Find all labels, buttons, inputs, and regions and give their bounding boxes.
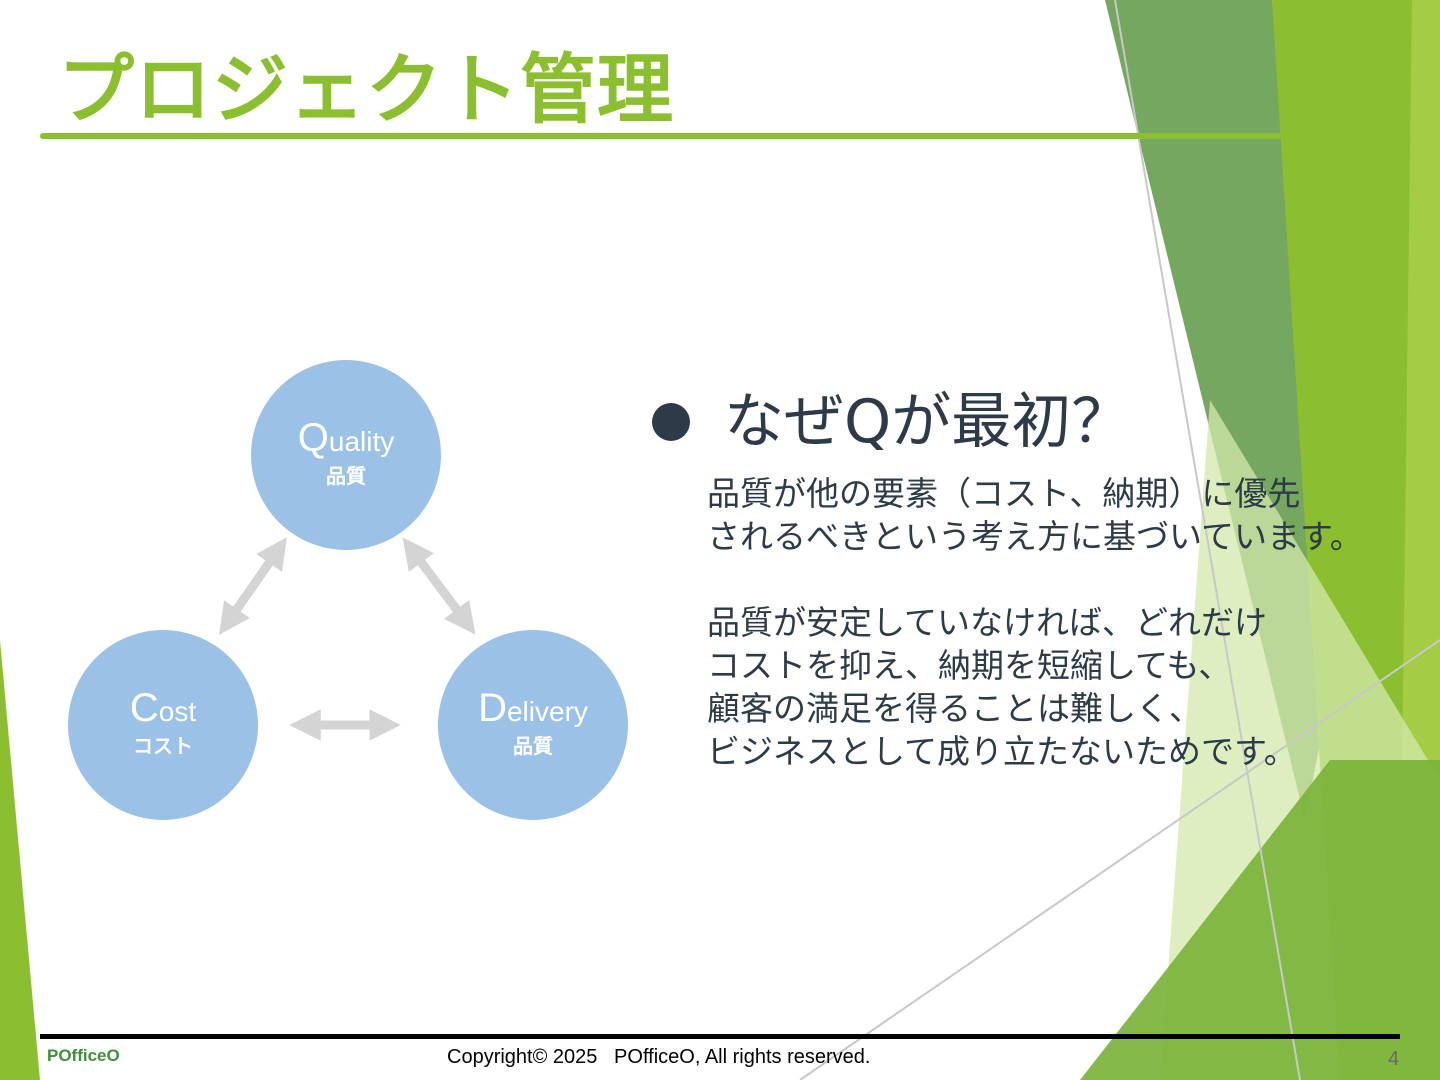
quality-label: Quality bbox=[298, 418, 395, 458]
paragraph-2: 品質が安定していなければ、どれだけ コストを抑え、納期を短縮しても、 顧客の満足… bbox=[707, 603, 1297, 771]
quality-rest: uality bbox=[328, 425, 395, 457]
content-block: なぜQが最初？ 品質が他の要素（コスト、納期）に優先 されるべきという考え方に基… bbox=[652, 382, 1412, 773]
footer-rule bbox=[40, 1034, 1400, 1039]
qcd-arrows bbox=[219, 537, 476, 741]
delivery-circle: Delivery 品質 bbox=[438, 630, 628, 820]
quality-circle: Quality 品質 bbox=[251, 360, 441, 550]
quality-initial: Q bbox=[297, 415, 329, 460]
arrow-quality-cost bbox=[219, 537, 287, 635]
qcd-diagram: Quality 品質 Cost コスト Delivery 品質 bbox=[60, 350, 640, 830]
deco-line-2 bbox=[799, 639, 1440, 1080]
footer-copyright: Copyright© 2025 POfficeO, All rights res… bbox=[447, 1046, 871, 1068]
deco-line-1 bbox=[1114, 0, 1301, 1080]
delivery-ja-label: 品質 bbox=[513, 733, 553, 758]
page-number: 4 bbox=[1388, 1048, 1400, 1070]
paragraph-1: 品質が他の要素（コスト、納期）に優先 されるべきという考え方に基づいています。 bbox=[707, 474, 1363, 556]
cost-rest: ost bbox=[158, 695, 197, 727]
delivery-initial: D bbox=[478, 685, 507, 730]
deco-shape-left-notch bbox=[20, 760, 34, 845]
cost-initial: C bbox=[129, 685, 159, 730]
cost-label: Cost bbox=[130, 688, 197, 728]
delivery-label: Delivery bbox=[478, 688, 588, 728]
deco-shape-left bbox=[0, 640, 40, 1080]
cost-circle: Cost コスト bbox=[68, 630, 258, 820]
cost-ja-label: コスト bbox=[133, 733, 193, 758]
slide-title: プロジェクト管理 bbox=[58, 45, 674, 134]
delivery-rest: elivery bbox=[506, 695, 588, 727]
quality-ja-label: 品質 bbox=[326, 463, 366, 488]
bullet-dot-icon bbox=[652, 403, 690, 441]
bullet-heading: なぜQが最初？ bbox=[724, 387, 1132, 457]
title-underline bbox=[40, 133, 1380, 139]
footer-brand: POfficeO bbox=[47, 1046, 120, 1065]
bullet-heading-row: なぜQが最初？ bbox=[652, 382, 1412, 462]
body-text: 品質が他の要素（コスト、納期）に優先 されるべきという考え方に基づいています。 … bbox=[707, 472, 1412, 773]
deco-shape-bottom-green bbox=[1080, 760, 1440, 1080]
arrow-quality-delivery bbox=[402, 537, 476, 635]
